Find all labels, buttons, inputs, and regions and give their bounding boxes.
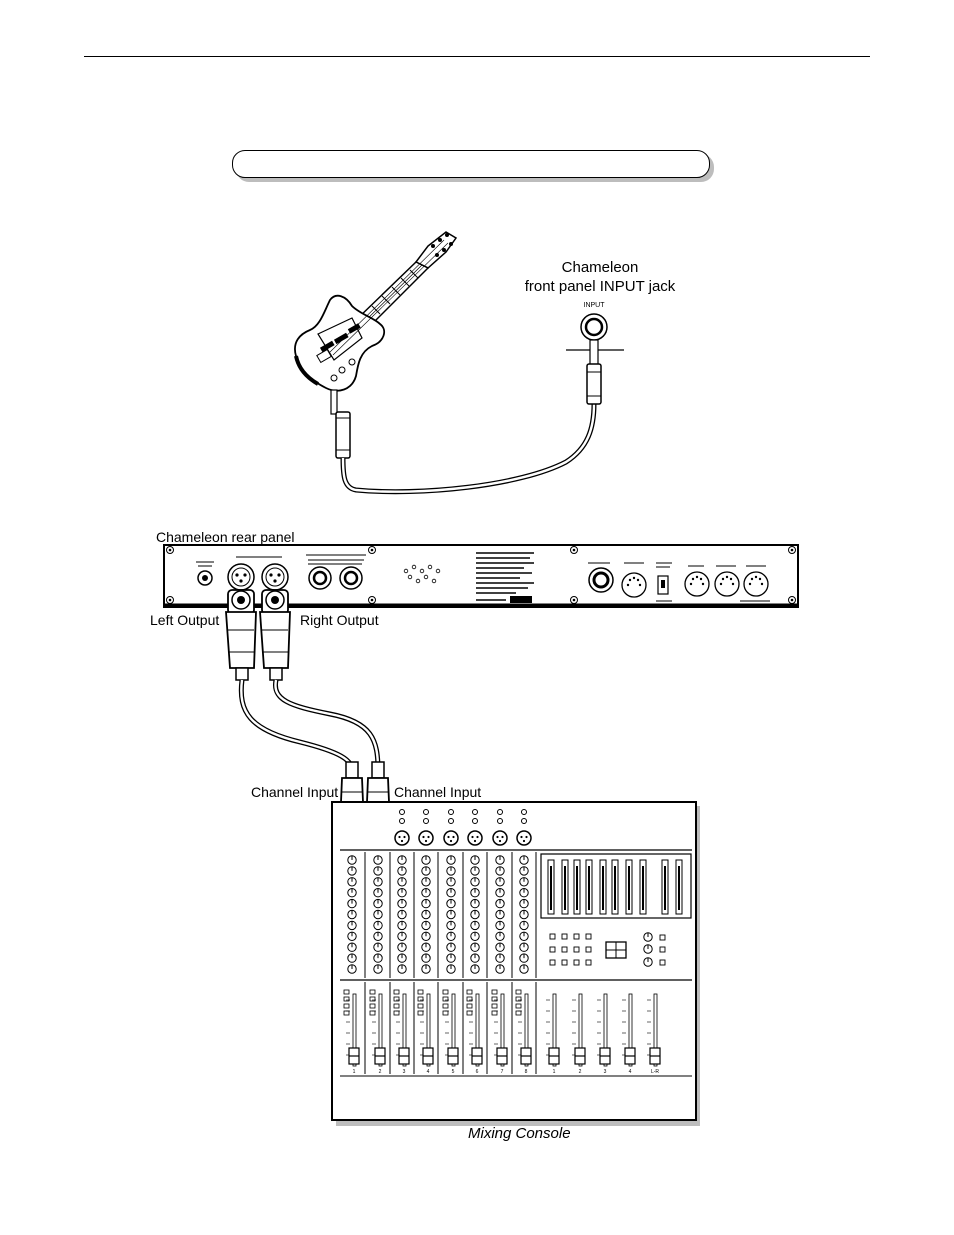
channel-number: 2 — [379, 1069, 382, 1075]
left-output-label: Left Output — [150, 612, 220, 628]
group-number: 2 — [579, 1069, 582, 1075]
mixing-console-label: Mixing Console — [468, 1125, 571, 1142]
group-number: 1 — [553, 1069, 556, 1075]
chameleon-rear-panel — [163, 544, 799, 608]
channel-input-label-2: Channel Input — [394, 784, 482, 800]
guitar-cable — [340, 403, 597, 495]
group-number: L-R — [651, 1069, 659, 1075]
section-title-box — [232, 150, 710, 178]
group-number: 4 — [629, 1069, 632, 1075]
guitar-illustration — [294, 231, 458, 392]
input-jack-tag: INPUT — [583, 302, 605, 309]
front-jack-label: front panel INPUT jack — [524, 278, 676, 295]
guitar-cable-plug — [330, 389, 351, 459]
channel-number: 4 — [427, 1069, 430, 1075]
channel-number: 7 — [501, 1069, 504, 1075]
chameleon-title-label: Chameleon — [561, 259, 639, 276]
mixing-console: 1 2 3 4 5 6 7 8 1 2 3 4 L-R — [331, 801, 700, 1126]
channel-input-label-1: Channel Input — [251, 784, 339, 800]
channel-number: 6 — [476, 1069, 479, 1075]
right-output-plug — [259, 589, 291, 681]
channel-number: 1 — [353, 1069, 356, 1075]
left-output-plug — [225, 589, 257, 681]
channel-number: 8 — [525, 1069, 528, 1075]
rear-panel-label: Chameleon rear panel — [156, 529, 295, 545]
output-cables — [238, 679, 381, 771]
channel-number: 5 — [452, 1069, 455, 1075]
header-rule — [84, 56, 870, 57]
right-output-label: Right Output — [300, 612, 379, 628]
group-number: 3 — [604, 1069, 607, 1075]
channel-number: 3 — [403, 1069, 406, 1075]
front-input-jack — [566, 313, 624, 405]
